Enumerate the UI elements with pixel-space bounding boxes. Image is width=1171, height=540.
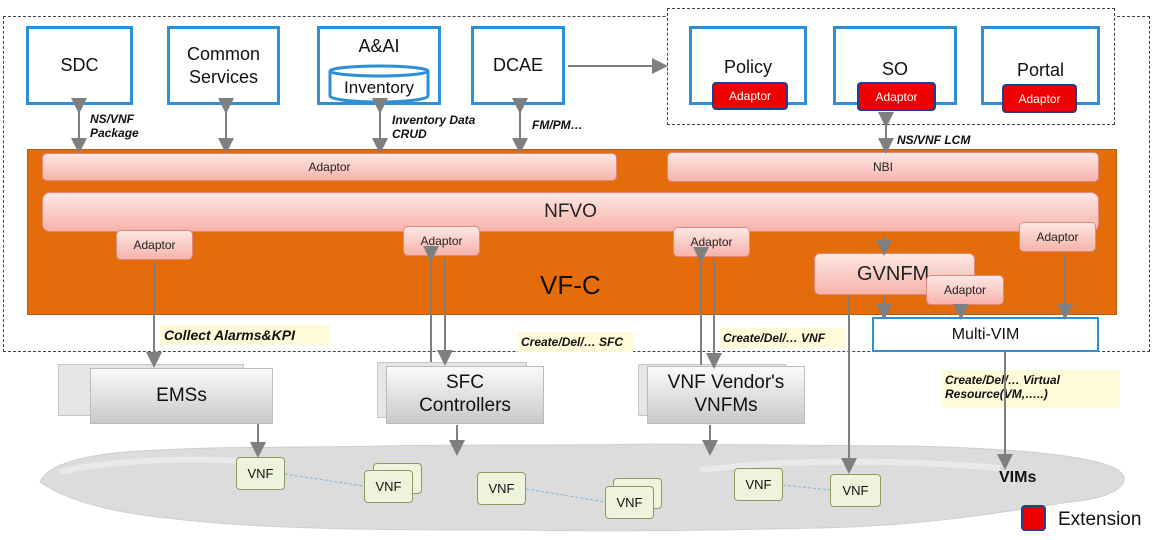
inventory-database-icon [328, 64, 430, 104]
vnf-node[interactable]: VNF [830, 474, 881, 507]
vnf-label: VNF [247, 466, 274, 481]
so-label: SO [881, 59, 908, 79]
sfc-adaptor-label: Adaptor [420, 234, 463, 248]
adaptor-bar-label: Adaptor [308, 160, 351, 174]
policy-label: Policy [723, 57, 772, 77]
sfc-controllers-box[interactable]: SFC Controllers [386, 366, 544, 424]
nbi-label: NBI [872, 160, 893, 174]
portal-adaptor-label: Adaptor [1018, 91, 1061, 106]
so-adaptor[interactable]: Adaptor [857, 82, 936, 111]
emss-label: EMSs [156, 384, 207, 406]
gvnfm-box[interactable]: GVNFM [814, 253, 975, 295]
gvnfm-label: GVNFM [857, 262, 930, 285]
vnf-label: VNF [842, 483, 869, 498]
dcae-label: DCAE [492, 55, 543, 76]
portal-adaptor[interactable]: Adaptor [1002, 84, 1077, 113]
vnf-label: VNF [616, 495, 643, 510]
collect-alarms-label: Collect Alarms&KPI [160, 325, 330, 345]
aai-label: A&AI [358, 36, 400, 56]
vim-adaptor[interactable]: Adaptor [1019, 222, 1096, 252]
multivim-box[interactable]: Multi-VIM [872, 317, 1099, 352]
create-vr-label: Create/Del/… Virtual Resource(VM,…..) [942, 370, 1120, 408]
emss-adaptor-label: Adaptor [133, 238, 176, 252]
sfc-adaptor[interactable]: Adaptor [403, 226, 480, 256]
nbi-bar[interactable]: NBI [667, 152, 1099, 182]
emss-box[interactable]: EMSs [90, 368, 273, 424]
vendor-vnfms-box[interactable]: VNF Vendor's VNFMs [647, 366, 805, 424]
vnf-node[interactable]: VNF [734, 468, 783, 501]
vnf-label: VNF [375, 479, 402, 494]
policy-adaptor[interactable]: Adaptor [712, 82, 788, 110]
vendor-vnfms-label: VNF Vendor's VNFMs [667, 372, 785, 416]
vnfm-adaptor-label: Adaptor [690, 235, 733, 249]
create-vnf-label: Create/Del/… VNF [720, 328, 845, 348]
inventory-label: Inventory [344, 78, 414, 97]
vnf-label: VNF [745, 477, 772, 492]
sdc-box[interactable]: SDC [26, 26, 133, 105]
policy-adaptor-label: Adaptor [728, 89, 772, 103]
sfc-controllers-label: SFC Controllers [419, 372, 511, 416]
vnf-label: VNF [488, 481, 515, 496]
vfc-title: VF-C [540, 270, 601, 300]
fm-pm-label: FM/PM… [532, 118, 583, 132]
dcae-box[interactable]: DCAE [471, 26, 565, 105]
create-sfc-label: Create/Del/… SFC [518, 332, 633, 352]
vim-adaptor-label: Adaptor [1036, 230, 1079, 244]
so-adaptor-label: Adaptor [875, 89, 918, 104]
vnfm-adaptor[interactable]: Adaptor [673, 227, 750, 257]
gvnfm-adaptor[interactable]: Adaptor [926, 275, 1004, 305]
portal-label: Portal [1016, 60, 1065, 80]
extension-legend-swatch [1021, 505, 1046, 531]
nfvo-label: NFVO [544, 201, 597, 222]
extension-legend-label: Extension [1058, 509, 1142, 530]
adaptor-bar[interactable]: Adaptor [42, 153, 617, 181]
common-services-box[interactable]: Common Services [167, 26, 280, 105]
vnf-node[interactable]: VNF [477, 472, 526, 505]
emss-adaptor[interactable]: Adaptor [116, 230, 193, 260]
gvnfm-adaptor-label: Adaptor [943, 283, 987, 297]
common-services-label: Common Services [186, 44, 261, 87]
vnf-node[interactable]: VNF [605, 486, 654, 519]
vnf-node[interactable]: VNF [364, 470, 413, 503]
sdc-label: SDC [60, 55, 99, 76]
vims-label: VIMs [999, 469, 1037, 486]
ns-vnf-lcm-label: NS/VNF LCM [897, 133, 971, 147]
inventory-crud-label: Inventory Data CRUD [392, 113, 476, 142]
ns-vnf-package-label: NS/VNF Package [90, 112, 139, 141]
multivim-label: Multi-VIM [951, 325, 1020, 343]
nfvo-bar[interactable]: NFVO [42, 192, 1099, 232]
vnf-node[interactable]: VNF [236, 457, 285, 490]
